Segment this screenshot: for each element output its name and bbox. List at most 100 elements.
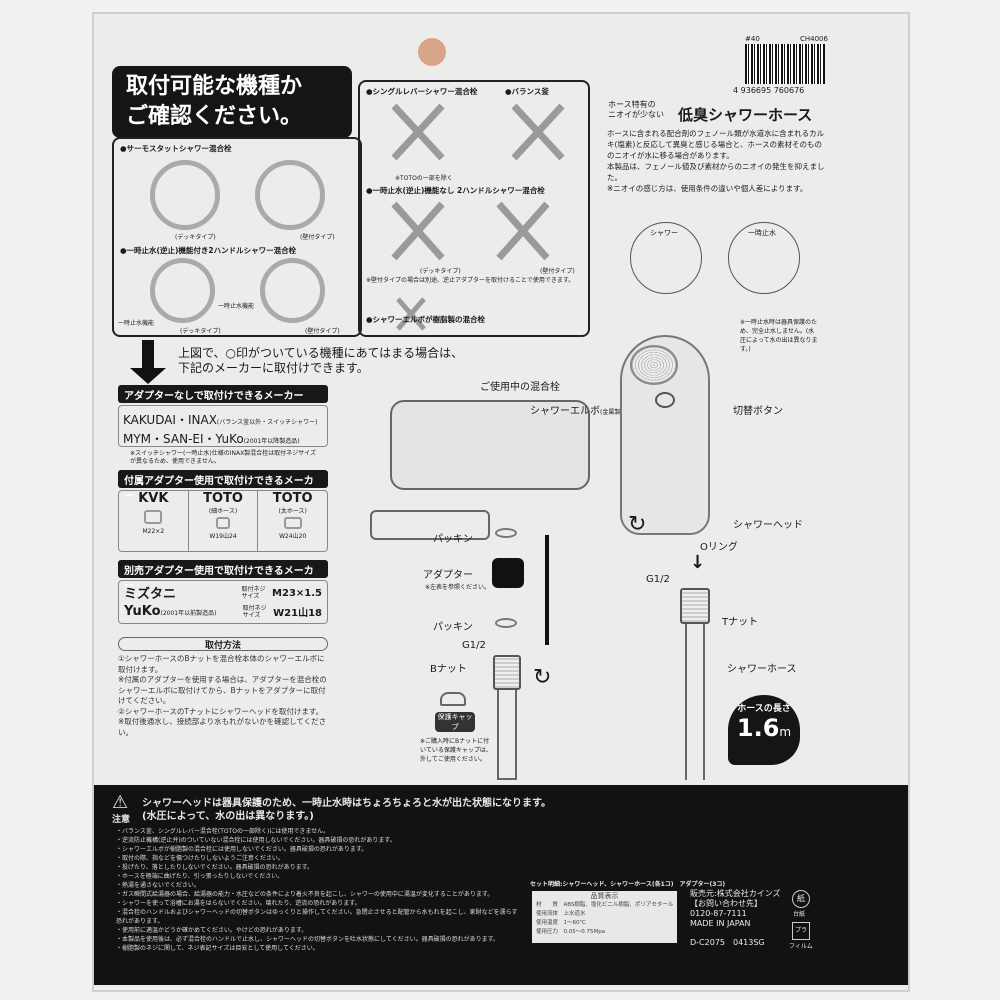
caution-list: セット明細:シャワーヘッド、シャワーホース(各1コ) アダプター(3コ) 品質表… <box>116 827 896 977</box>
stop-mode-icon <box>728 222 800 294</box>
tnut-icon <box>680 588 710 624</box>
inax-note: ※スイッチシャワー(一時止水)仕様のINAX製混合栓は取付ネジサイズが異なるため… <box>130 450 317 465</box>
shower-mode-icon <box>630 222 702 294</box>
faucet-illustration <box>390 400 590 490</box>
separate-adapter-box: ミズタニ取付ネジサイズ M23×1.5 YuKo(2001年以前製造品)取付ネジ… <box>118 580 328 624</box>
cap-note: ※ご購入時にBナットに付いている保護キャップは、外してご使用ください。 <box>420 738 492 763</box>
warning-icon: ⚠ <box>112 792 129 813</box>
paper-recycle-icon: 紙 <box>792 890 810 908</box>
spec-area: セット明細:シャワーヘッド、シャワーホース(各1コ) アダプター(3コ) 品質表… <box>526 877 896 977</box>
ng-cross-icon <box>391 201 445 261</box>
adapter-icon <box>283 517 302 529</box>
rotate-icon: ↻ <box>533 665 552 690</box>
deck-type: (デッキタイプ) <box>175 234 216 241</box>
bnut-label: Bナット <box>430 664 467 675</box>
stop-function-label: 一時止水機能 <box>118 320 155 327</box>
product-tagline: ホース特有のニオイが少ない <box>608 100 664 119</box>
shower-face <box>630 345 678 385</box>
hose-illustration <box>497 690 517 780</box>
adapter-icon <box>492 558 524 588</box>
caution-main: シャワーヘッドは器具保護のため、一時止水時はちょろちょろと水が出た状態になります… <box>142 798 551 822</box>
product-code: CH4006 <box>800 35 828 43</box>
g12-label: G1/2 <box>462 640 486 651</box>
quality-label: 品質表示 材 質 ABS樹脂、塩化ビニル樹脂、ポリアセタール使用流体 上水道水使… <box>532 891 677 943</box>
adapter-label: アダプター <box>423 570 473 581</box>
caution-panel: ⚠ 注意 シャワーヘッドは器具保護のため、一時止水時はちょろちょろと水が出た状態… <box>94 785 908 985</box>
wall-type: (壁付タイプ) <box>305 328 340 335</box>
item-number: #40 <box>745 35 760 43</box>
product-description: ホースに含まれる配合剤のフェノール類が水道水に含まれるカルキ(塩素)と反応して異… <box>607 129 825 193</box>
toto-note: ※TOTOの一部を除く <box>395 175 453 182</box>
separate-adapter-title: 別売アダプター使用で取付けできるメーカー <box>118 560 328 592</box>
down-arrow-icon: ↓ <box>690 552 706 573</box>
resin-label: ●シャワーエルボが樹脂製の混合栓 <box>366 315 486 324</box>
adapter-toto-thin: TOTO(細ホース)W19山24 <box>189 491 259 551</box>
plastic-recycle-icon: プラ <box>792 922 810 940</box>
deck-type: (デッキタイプ) <box>420 268 461 275</box>
adapter-note: ※左表を参照ください。 <box>425 584 491 591</box>
switch-label: 切替ボタン <box>733 406 783 417</box>
product-name: 低臭シャワーホース <box>678 106 813 124</box>
faucet-label: ご使用中の混合栓 <box>480 382 560 393</box>
switch-button-icon <box>655 392 675 408</box>
barcode-number: 4 936695 760676 <box>733 86 805 95</box>
thermo-label: ●サーモスタットシャワー混合栓 <box>120 144 232 153</box>
bnut-icon <box>493 655 521 690</box>
wall-type: (壁付タイプ) <box>540 268 575 275</box>
no-adapter-box: KAKUDAI・INAX(バランス釜以外・スイッチシャワー) MYM・SAN-E… <box>118 405 328 447</box>
stop-function-label: 一時止水機能 <box>218 303 255 310</box>
down-arrow-icon <box>142 340 154 370</box>
hang-hole <box>418 38 446 66</box>
cap-label: 保護キャップ <box>435 712 475 732</box>
incompatible-panel <box>358 80 590 337</box>
check-title: 取付可能な機種かご確認ください。 <box>112 66 352 138</box>
deck-type: (デッキタイプ) <box>180 328 221 335</box>
twohandle-no-label: ●一時止水(逆止)機能なし 2ハンドルシャワー混合栓 <box>366 186 545 195</box>
ng-cross-icon <box>511 103 565 161</box>
packing-label: パッキン <box>433 622 473 633</box>
tnut-label: Tナット <box>722 617 759 628</box>
stop-note: ※一時止水時は器具保護のため、完全止水しません。(水圧によって水の出は異なります… <box>740 319 818 353</box>
adapter-toto-thick: TOTO(太ホース)W24山20 <box>272 491 313 540</box>
ok-circle-icon <box>255 160 325 230</box>
method-title: 取付方法 <box>118 637 328 651</box>
compatible-panel <box>112 137 362 337</box>
makers-1: KAKUDAI・INAX <box>123 413 217 427</box>
oring-label: Oリング <box>700 542 738 553</box>
makers-1-note: (バランス釜以外・スイッチシャワー) <box>216 419 318 426</box>
included-adapter-title: 付属アダプター使用で取付けできるメーカー <box>118 470 328 502</box>
wall-note: ※壁付タイプの場合は別途、逆止アダプターを取付けることで使用できます。 <box>366 277 575 284</box>
packing-icon <box>495 528 517 538</box>
hose-illustration <box>685 624 705 780</box>
adapter-icon <box>144 510 163 524</box>
up-arrow-icon <box>545 535 549 645</box>
stop-mode-label: 一時止水 <box>748 229 776 237</box>
makers-2: MYM・SAN-EI・YuKo <box>123 432 244 446</box>
hose-label: シャワーホース <box>727 664 797 675</box>
wall-type: (壁付タイプ) <box>300 234 335 241</box>
ng-cross-icon <box>496 201 550 261</box>
ok-circle-icon <box>260 258 325 323</box>
paper-recycle-label: 台紙 <box>793 911 806 918</box>
single-lever-label: ●シングルレバーシャワー混合栓 <box>366 87 478 96</box>
plastic-recycle-label: フィルム <box>789 943 813 950</box>
ng-cross-icon <box>396 297 426 331</box>
ok-circle-icon <box>150 160 220 230</box>
no-adapter-title: アダプターなしで取付けできるメーカー <box>118 385 328 403</box>
method-steps: ①シャワーホースのBナットを混合栓本体のシャワーエルボに取付けます。※付属のアダ… <box>118 654 327 737</box>
head-label: シャワーヘッド <box>733 520 803 531</box>
intro-text: 上図で、○印がついている機種にあてはまる場合は、下記のメーカーに取付けできます。 <box>178 346 464 375</box>
ng-cross-icon <box>391 103 445 161</box>
down-arrow-head <box>130 368 166 384</box>
set-contents: セット明細:シャワーヘッド、シャワーホース(各1コ) アダプター(3コ) <box>530 881 726 888</box>
packing-icon <box>495 618 517 628</box>
shower-mode-label: シャワー <box>650 229 678 237</box>
adapter-icon <box>216 517 230 529</box>
faucet-spout <box>370 510 490 540</box>
balance-label: ●バランス釜 <box>505 87 549 96</box>
twohandle-label: ●一時止水(逆止)機能付き2ハンドルシャワー混合栓 <box>120 246 297 255</box>
barcode <box>745 44 825 84</box>
